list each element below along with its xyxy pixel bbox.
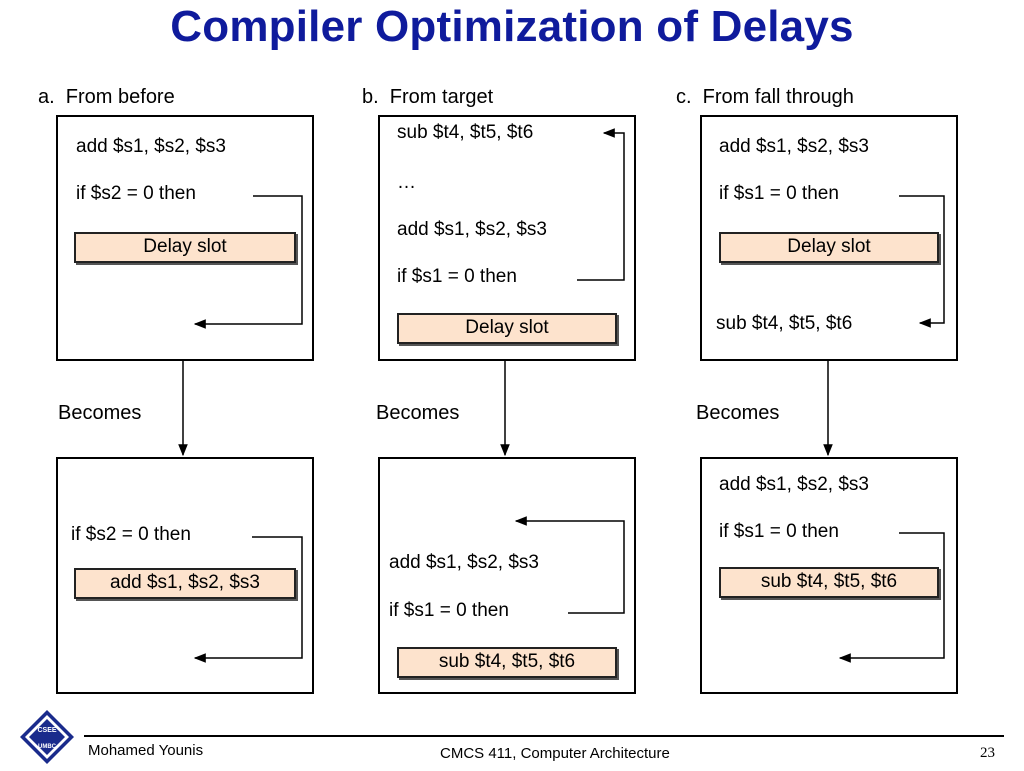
b-top-line-sub: sub $t4, $t5, $t6: [397, 122, 534, 143]
c-bottom-filled-slot: sub $t4, $t5, $t6: [719, 567, 939, 598]
b-bottom-branch-arrow: [514, 516, 625, 614]
c-bottom-line-add: add $s1, $s2, $s3: [719, 474, 869, 495]
heading-from-before: a. From before: [38, 86, 175, 108]
a-top-line-add: add $s1, $s2, $s3: [76, 136, 226, 157]
a-top-line-if: if $s2 = 0 then: [76, 183, 196, 204]
c-bottom-branch-arrow: [838, 532, 945, 663]
a-top-delay-slot: Delay slot: [74, 232, 296, 263]
a-bottom-line-if: if $s2 = 0 then: [71, 524, 191, 545]
footer-divider: [84, 735, 1004, 737]
b-top-delay-slot: Delay slot: [397, 313, 617, 344]
c-top-branch-arrow: [899, 195, 945, 328]
b-bottom-filled-slot: sub $t4, $t5, $t6: [397, 647, 617, 678]
heading-from-target: b. From target: [362, 86, 494, 108]
b-bottom-line-add: add $s1, $s2, $s3: [389, 552, 539, 573]
slide-title: Compiler Optimization of Delays: [170, 2, 854, 51]
page-number: 23: [980, 745, 995, 761]
c-bottom-line-if: if $s1 = 0 then: [719, 521, 839, 542]
svg-text:UMBC: UMBC: [38, 744, 57, 750]
b-top-branch-arrow: [577, 128, 625, 281]
b-top-ellipsis: …: [397, 172, 416, 193]
c-top-line-sub: sub $t4, $t5, $t6: [716, 313, 853, 334]
becomes-label-c: Becomes: [696, 402, 780, 424]
a-bottom-branch-arrow: [193, 536, 303, 663]
csee-umbc-logo: CSEE UMBC: [18, 708, 76, 766]
c-top-line-add: add $s1, $s2, $s3: [719, 136, 869, 157]
b-top-line-add: add $s1, $s2, $s3: [397, 219, 547, 240]
b-bottom-line-if: if $s1 = 0 then: [389, 600, 509, 621]
becomes-label-b: Becomes: [376, 402, 460, 424]
footer-course: CMCS 411, Computer Architecture: [440, 745, 670, 762]
a-bottom-filled-slot: add $s1, $s2, $s3: [74, 568, 296, 599]
c-top-line-if: if $s1 = 0 then: [719, 183, 839, 204]
a-top-branch-arrow: [193, 195, 303, 329]
footer-author: Mohamed Younis: [88, 742, 204, 759]
heading-from-fall-through: c. From fall through: [676, 86, 854, 108]
svg-text:CSEE: CSEE: [37, 727, 56, 734]
b-top-line-if: if $s1 = 0 then: [397, 266, 517, 287]
c-top-delay-slot: Delay slot: [719, 232, 939, 263]
becomes-label-a: Becomes: [58, 402, 142, 424]
